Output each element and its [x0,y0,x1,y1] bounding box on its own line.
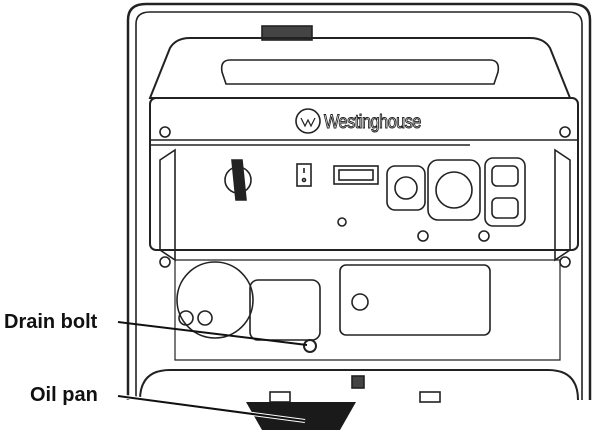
brand-logo [295,108,321,134]
base [139,369,579,401]
engine [174,259,561,361]
duplex-outlet [484,157,526,227]
recoil-starter [176,261,254,339]
drain-bolt [303,339,317,353]
control-panel [149,97,579,251]
top-cover [148,37,572,99]
oil-pan-label: Oil pan [30,384,98,406]
twist-lock-outlet [386,165,426,211]
power-switch [296,163,312,187]
frame [126,2,592,400]
brand-name: Westinghouse [324,112,422,134]
fuel-cap [261,25,313,41]
drain-bolt-label: Drain bolt [4,311,98,333]
hour-meter [333,165,379,185]
tt30-outlet [427,159,481,221]
drain-bolt-leader [117,321,308,346]
oil-pan [246,402,356,430]
